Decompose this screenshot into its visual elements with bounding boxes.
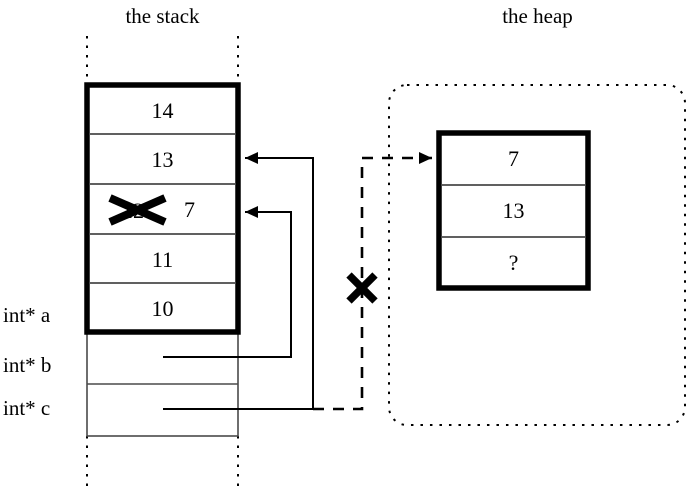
stack-frame-box	[84, 82, 241, 335]
stack-cell-value-4: 10	[151, 296, 174, 321]
stack-var-label-b: int* b	[3, 353, 52, 377]
heap-cell-value-2: ?	[508, 250, 519, 275]
stack-title: the stack	[125, 4, 200, 28]
stack-cell-value-2-old: 12	[122, 198, 144, 223]
stack-cell-value-3: 11	[151, 247, 174, 272]
dangling-pointer-dashed	[313, 152, 432, 411]
pointer-arrow-b	[163, 206, 292, 358]
heap-block-box	[436, 130, 591, 291]
stack-cell-value-0: 14	[151, 98, 174, 123]
stack-cell-value-1: 13	[151, 147, 174, 172]
stack-var-label-a: int* a	[3, 303, 51, 327]
struck-value-x-icon	[108, 194, 167, 226]
heap-title: the heap	[502, 4, 573, 28]
heap-cell-value-0: 7	[508, 146, 519, 171]
pointer-arrow-c	[163, 152, 314, 410]
heap-cell-value-1: 13	[502, 198, 525, 223]
stack-pointer-rows	[86, 331, 239, 437]
stack-cell-value-2-new: 7	[184, 197, 195, 222]
stack-var-label-c: int* c	[3, 396, 51, 420]
invalid-pointer-x-icon	[346, 272, 378, 304]
